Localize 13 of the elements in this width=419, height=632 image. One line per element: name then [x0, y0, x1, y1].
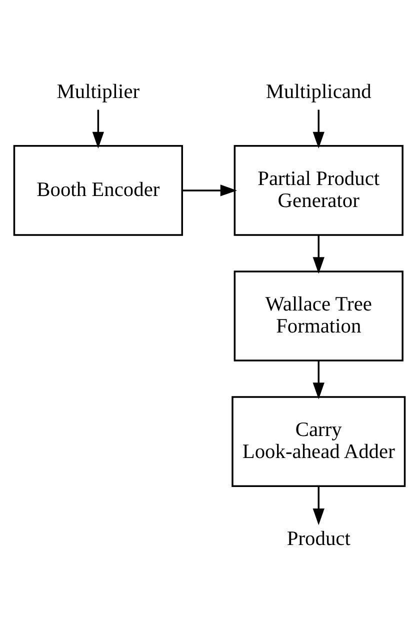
arrow [312, 486, 324, 526]
node-box: Partial Product Generator [234, 145, 404, 236]
arrow [92, 110, 104, 148]
arrow [312, 235, 324, 274]
arrow [182, 184, 238, 196]
node-text: Multiplier [56, 81, 140, 104]
node-box: Wallace Tree Formation [234, 270, 404, 362]
arrow [312, 361, 324, 400]
arrow [312, 110, 324, 148]
node-text: Product [286, 528, 350, 550]
node-box: Carry Look-ahead Adder [232, 396, 406, 487]
node-text: Multiplicand [266, 81, 372, 104]
node-box: Booth Encoder [13, 145, 183, 236]
